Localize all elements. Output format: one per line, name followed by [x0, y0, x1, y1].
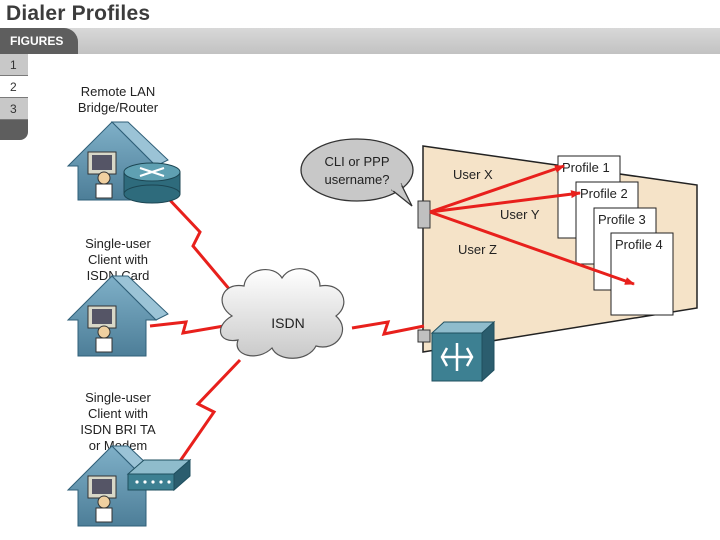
figure-tab-2[interactable]: 2 — [0, 76, 28, 98]
terminal-adapter-icon — [126, 458, 192, 492]
access-server-icon — [430, 320, 496, 383]
user-at-computer-icon — [87, 151, 117, 199]
user-y-label: User Y — [500, 207, 540, 222]
figures-bar: FIGURES — [0, 28, 720, 54]
callout-bubble — [300, 138, 414, 207]
site-label-bri-ta: Single-user Client with ISDN BRI TA or M… — [80, 390, 156, 453]
site-label-remote-lan: Remote LAN Bridge/Router — [77, 84, 159, 115]
arrow-user-x — [429, 164, 565, 214]
profile-label-1: Profile 1 — [562, 160, 610, 175]
arrow-user-z — [429, 210, 635, 286]
user-at-computer-icon — [87, 305, 117, 353]
user-at-computer-icon — [87, 475, 117, 523]
link-remote-lan-to-isdn — [164, 194, 232, 291]
user-z-label: User Z — [458, 242, 497, 257]
figure-tab-3[interactable]: 3 — [0, 98, 28, 120]
callout-line-1: CLI or PPP — [324, 154, 389, 169]
link-isdn-card-to-isdn — [149, 320, 225, 335]
isdn-cloud-icon — [220, 268, 345, 359]
figure-tabs-footer — [0, 120, 28, 140]
link-isdn-to-access-server — [351, 320, 425, 336]
profile-label-2: Profile 2 — [580, 186, 628, 201]
figure-tab-1[interactable]: 1 — [0, 54, 28, 76]
panel-port-lower — [417, 329, 431, 343]
link-bri-ta-to-isdn — [176, 358, 242, 465]
profile-label-3: Profile 3 — [598, 212, 646, 227]
house-icon-isdn-card — [66, 275, 169, 357]
callout-line-2: username? — [324, 172, 389, 187]
user-x-label: User X — [453, 167, 493, 182]
profile-label-4: Profile 4 — [615, 237, 663, 252]
figure-tabs: 1 2 3 — [0, 54, 28, 140]
isdn-cloud-label: ISDN — [271, 315, 304, 331]
profile-stack — [557, 155, 674, 316]
panel-port-upper — [417, 200, 431, 229]
figures-label: FIGURES — [0, 28, 78, 54]
router-icon — [123, 162, 181, 204]
profile-card-4 — [610, 232, 674, 316]
page-title: Dialer Profiles — [6, 2, 151, 25]
arrow-user-y — [429, 190, 581, 214]
